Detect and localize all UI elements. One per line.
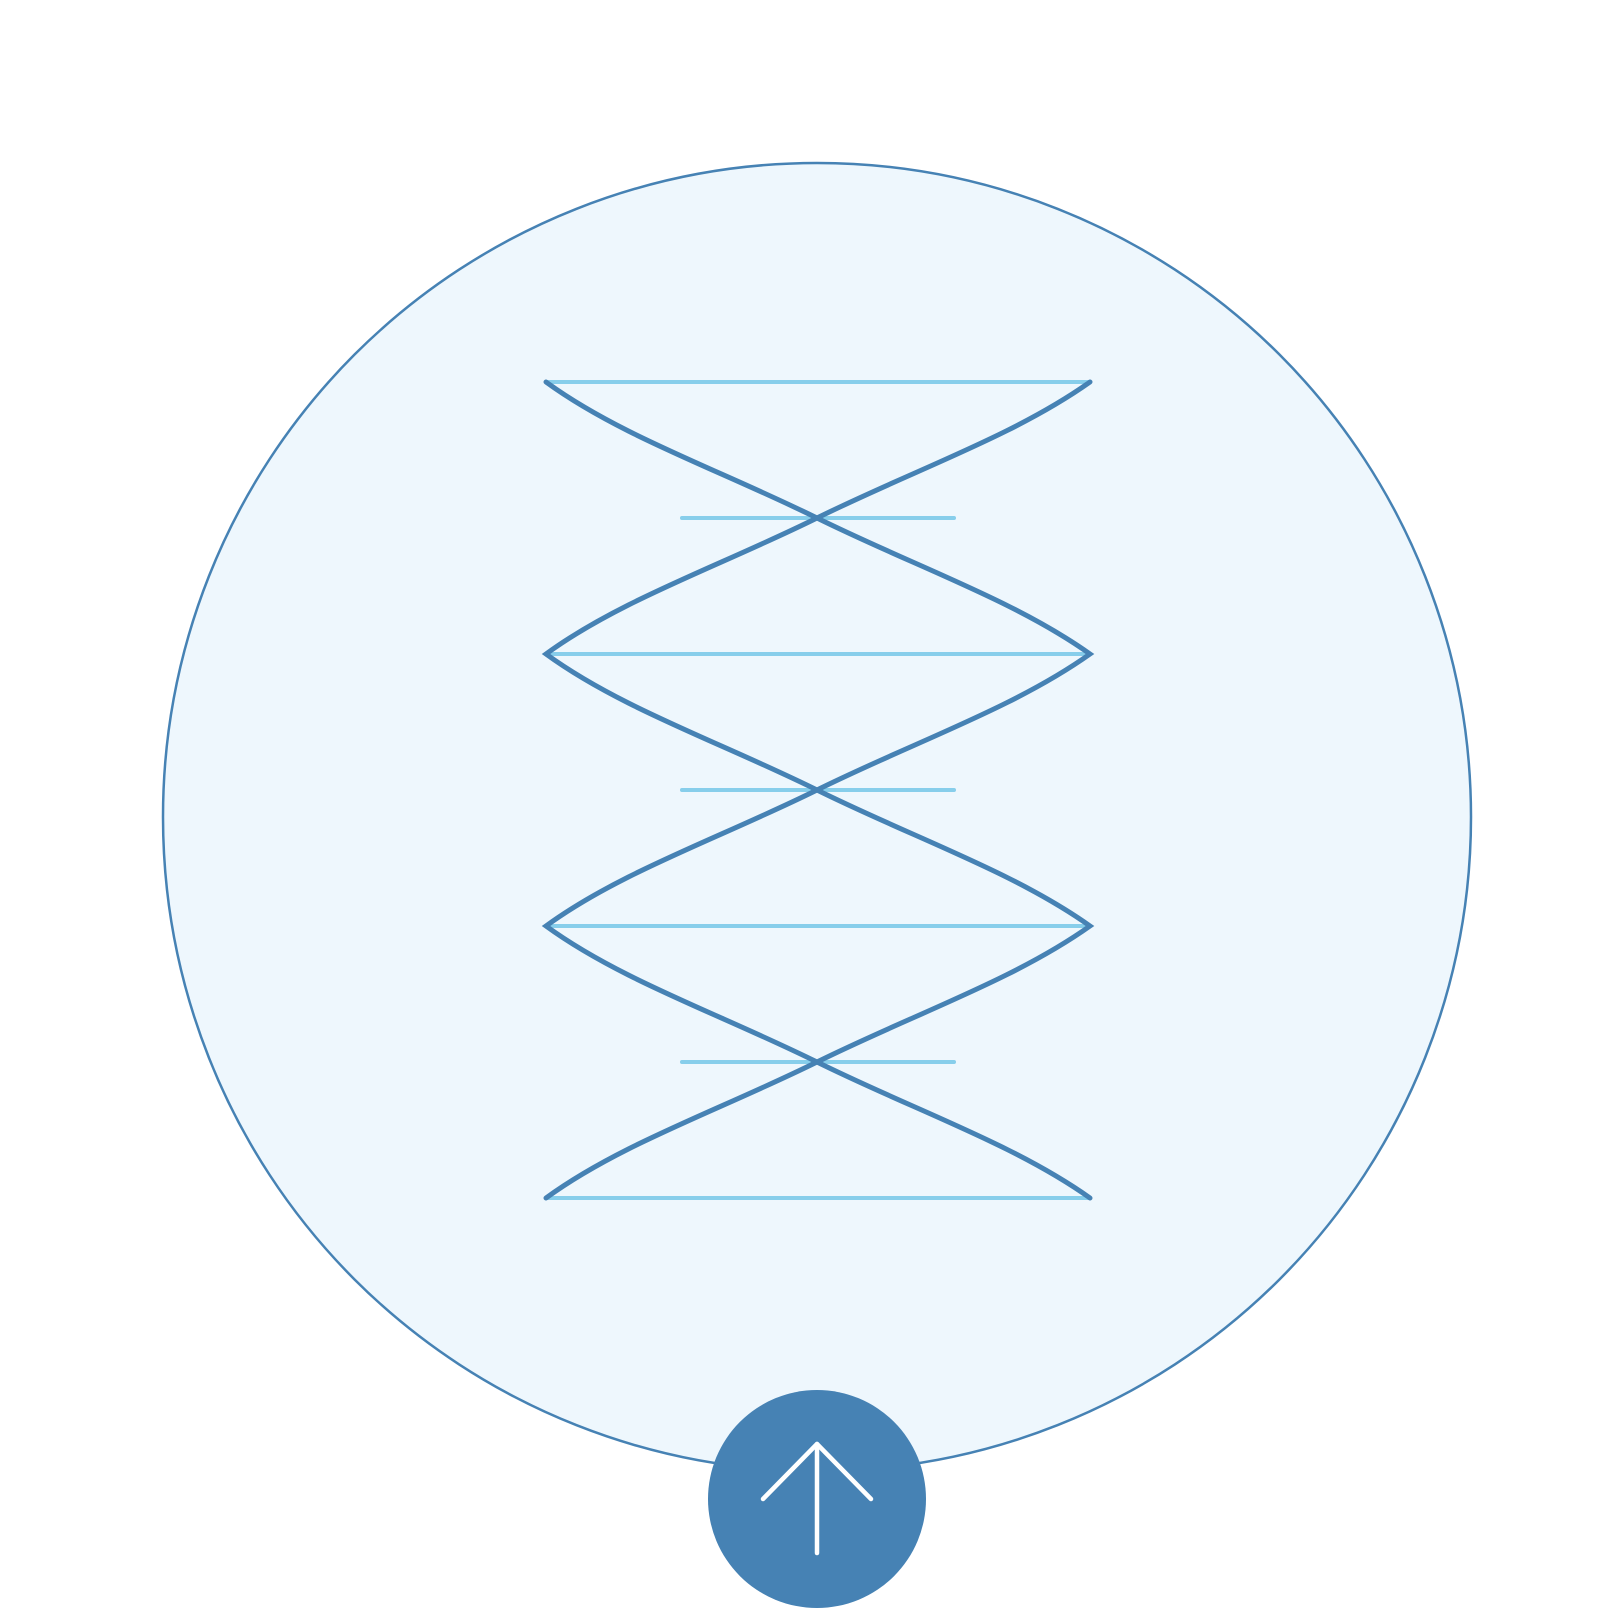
arrow-up-icon [760, 1441, 874, 1556]
illustration-disc [161, 161, 1473, 1473]
helix-strand-right [541, 379, 1095, 1201]
dna-helix-icon [541, 379, 1095, 1201]
upload-button[interactable] [708, 1390, 926, 1608]
